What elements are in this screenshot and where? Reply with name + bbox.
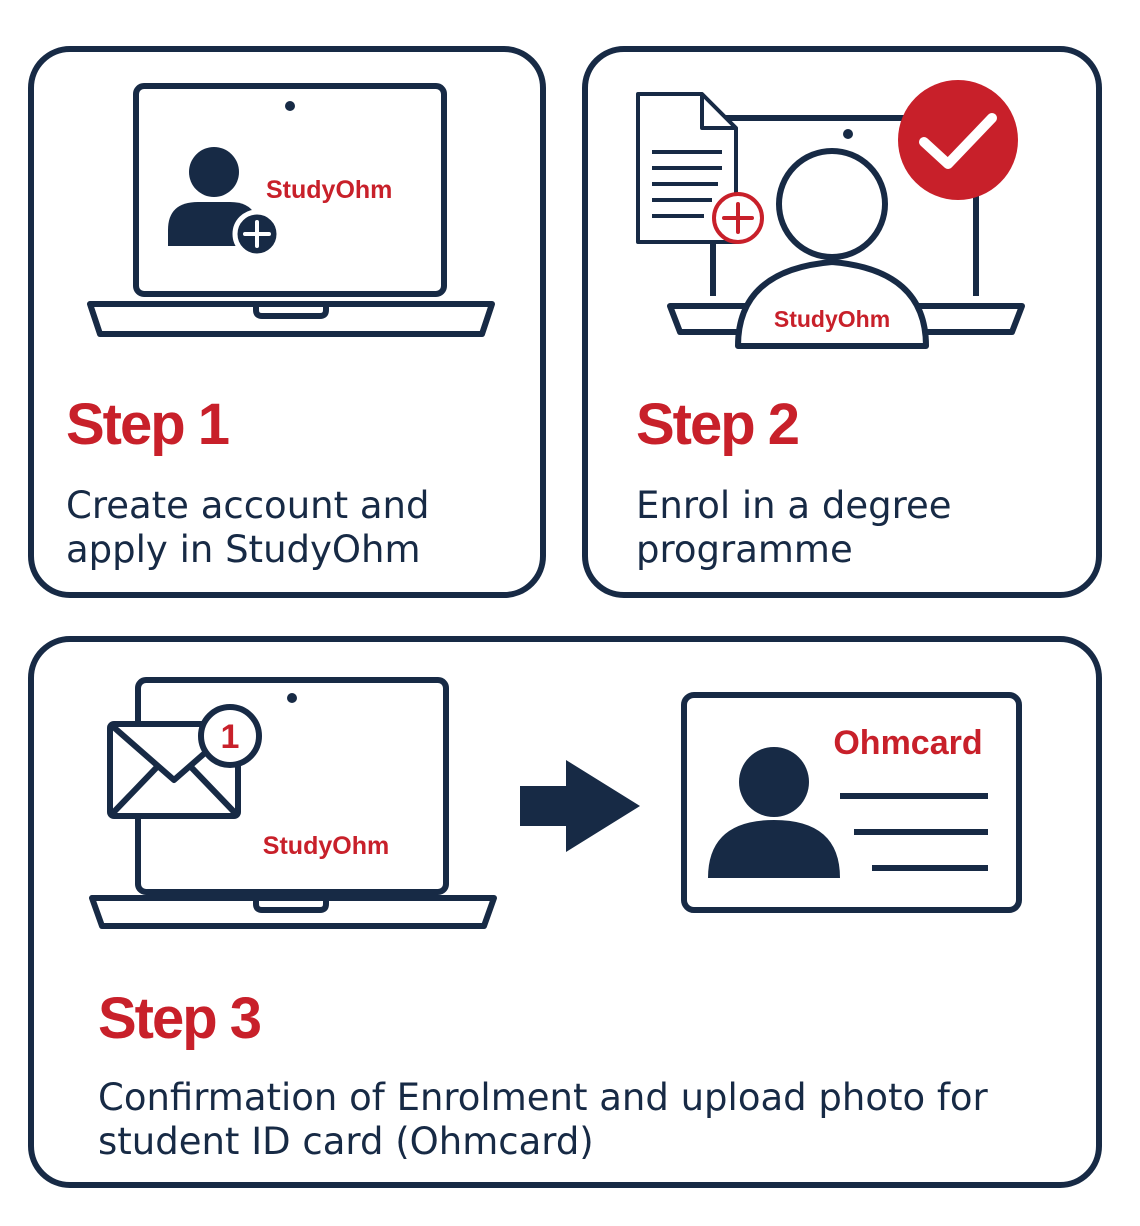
- step-2-description-line: programme: [636, 528, 853, 571]
- document-add-icon: [636, 92, 764, 244]
- step-3-description-line: Confirmation of Enrolment and upload pho…: [98, 1076, 988, 1119]
- arrow-right-icon: [520, 760, 640, 852]
- step-3-description: Confirmation of Enrolment and upload pho…: [98, 1076, 988, 1164]
- step-3-description-line: student ID card (Ohmcard): [98, 1120, 594, 1163]
- step-1-description-line: Create account and: [66, 484, 430, 527]
- laptop-icon: [87, 83, 495, 337]
- step-2-description: Enrol in a degree programme: [636, 484, 952, 572]
- step-1-illustration: StudyOhm: [87, 83, 495, 337]
- person-icon: [735, 148, 929, 349]
- step-2-illustration: StudyOhm: [636, 80, 1025, 349]
- step-2-title: Step 2: [636, 392, 800, 457]
- step-2-card: StudyOhm Step 2 Enrol in a degree progra…: [582, 46, 1102, 598]
- step-1-description: Create account and apply in StudyOhm: [66, 484, 429, 572]
- studyohm-label: StudyOhm: [263, 832, 389, 860]
- step-1-card: StudyOhm Step 1 Create account and apply…: [28, 46, 546, 598]
- step-3-illustration: 1 StudyOhm Ohmcard: [89, 677, 1022, 929]
- notification-count: 1: [221, 718, 240, 756]
- studyohm-label: StudyOhm: [774, 306, 890, 332]
- email-notification-icon: [107, 704, 262, 819]
- id-card-icon: [681, 692, 1022, 913]
- step-3-title: Step 3: [98, 986, 262, 1051]
- studyohm-label: StudyOhm: [266, 176, 392, 204]
- user-add-icon: [168, 147, 282, 259]
- ohmcard-label: Ohmcard: [833, 724, 982, 762]
- step-1-description-line: apply in StudyOhm: [66, 528, 421, 571]
- checkmark-badge-icon: [898, 80, 1018, 200]
- step-2-description-line: Enrol in a degree: [636, 484, 952, 527]
- step-3-card: 1 StudyOhm Ohmcard Step 3 Confirmation o…: [28, 636, 1102, 1188]
- step-1-title: Step 1: [66, 392, 230, 457]
